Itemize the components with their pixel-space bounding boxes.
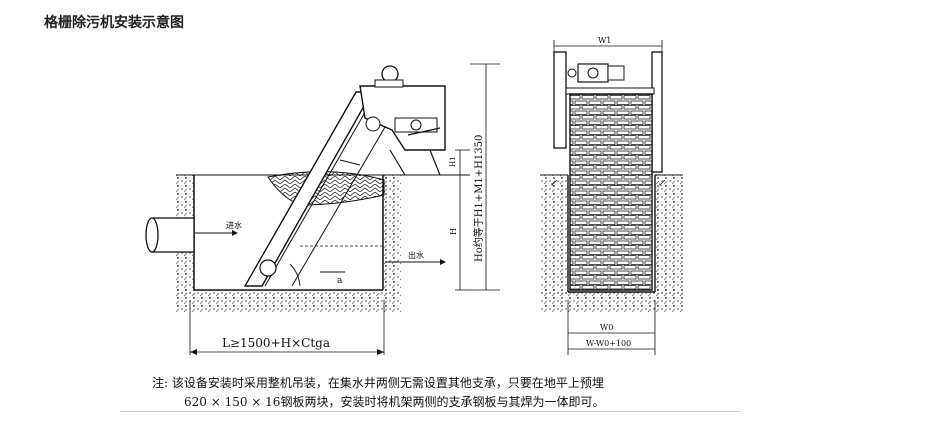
side-view: 进水 出水 a H1 H (145, 63, 500, 355)
soil-right-wall (383, 175, 401, 295)
outlet-label: 出水 (408, 250, 424, 260)
installation-note: 注: 该设备安装时采用整机吊装，在集水井两侧无需设置其他支承，只要在地平上预埋 … (152, 374, 772, 412)
soil-right (655, 175, 683, 295)
front-view: W1 ↙ ↙ W0 W-W0+100 (540, 36, 683, 355)
anchor-left: ↙ (550, 178, 558, 189)
length-formula-label: L≥1500+H×Ctga (222, 336, 330, 350)
soil-left (540, 175, 568, 295)
w0-label: W0 (600, 323, 613, 332)
grate-screen (569, 93, 653, 291)
frame-right-post (651, 51, 663, 173)
anchor-right: ↙ (658, 178, 666, 189)
note-line-1: 注: 该设备安装时采用整机吊装，在集水井两侧无需设置其他支承，只要在地平上预埋 (152, 376, 604, 390)
frame-left-post (553, 51, 567, 149)
inlet-pipe (151, 217, 195, 253)
inlet-label: 进水 (226, 220, 242, 230)
page-title: 格栅除污机安装示意图 (44, 15, 184, 31)
soil-bottom (176, 290, 401, 312)
w-label: W-W0+100 (586, 339, 631, 348)
vertical-dimension-label: Ho约等于H1+M1+H1350 (472, 135, 485, 262)
debris-pile (267, 171, 385, 206)
bottom-sprocket (259, 259, 277, 277)
soil-base (540, 290, 683, 312)
angle-label: a (337, 276, 343, 286)
w1-label: W1 (598, 36, 611, 45)
note-line-2: 620 × 150 × 16钢板两块，安装时将机架两侧的支承钢板与其焊为一体即可… (184, 395, 605, 409)
divider (120, 411, 740, 412)
h-label: H (449, 228, 458, 235)
h1-label: H1 (449, 156, 457, 167)
